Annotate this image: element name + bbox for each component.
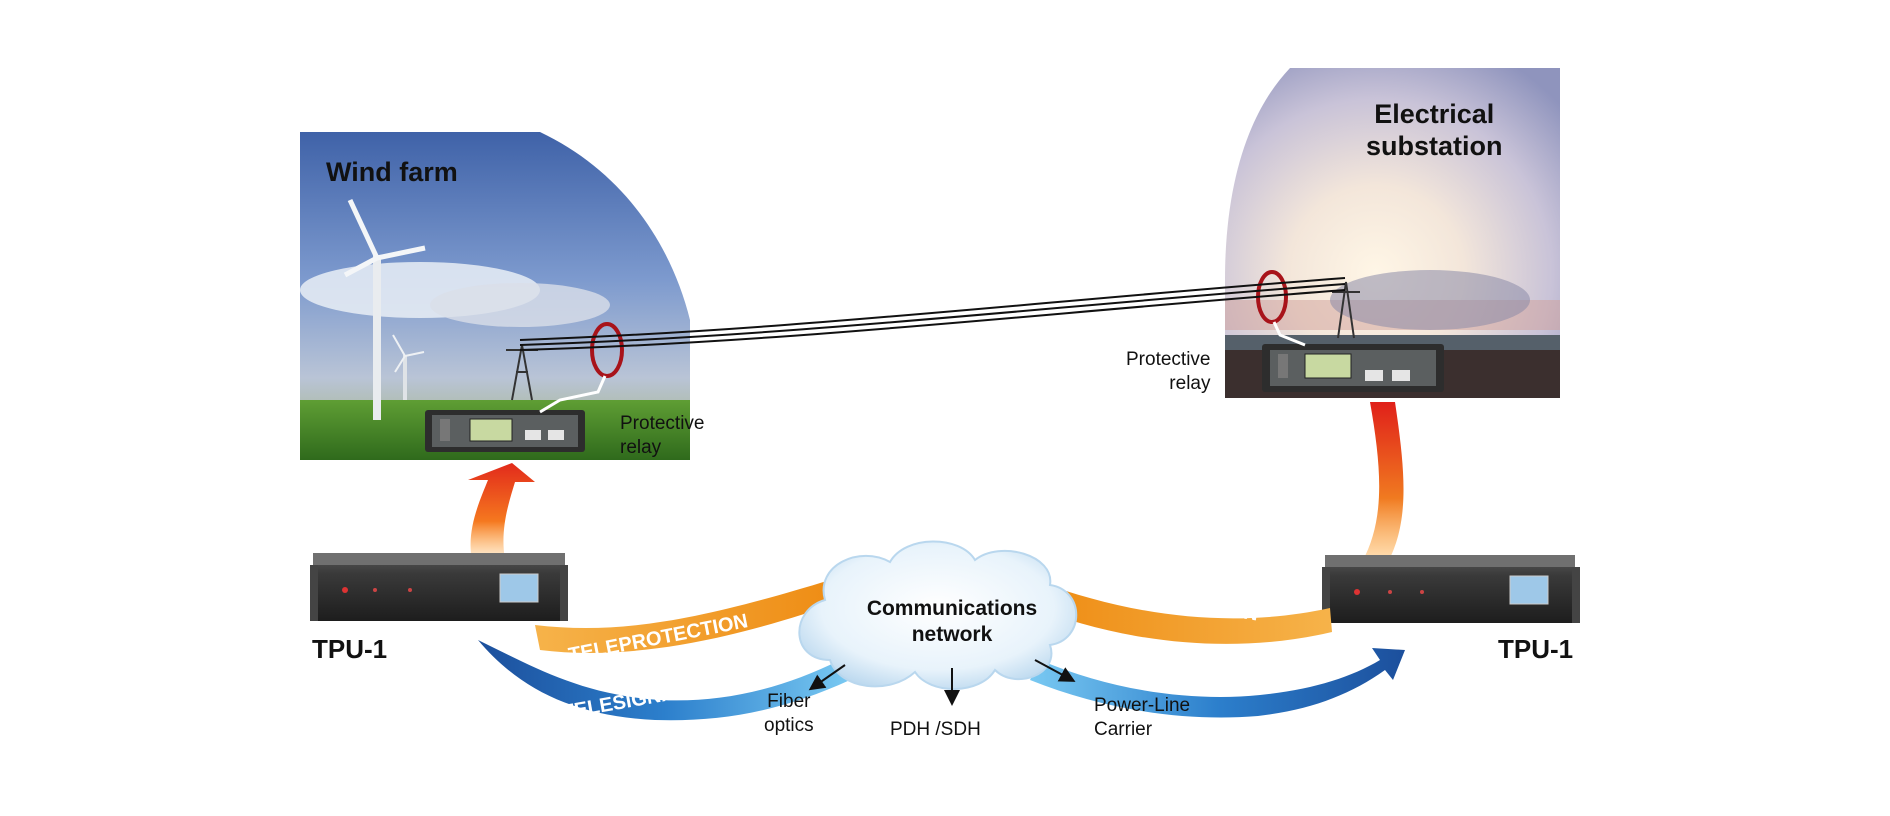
fiber-optics-line1: Fiber [767,691,811,712]
telesignaling-left-band [478,640,850,721]
relay-link-right-arrow [1362,402,1404,562]
fiber-optics-label: Fiber optics [764,690,814,738]
media-arrows [808,659,1076,706]
wind-turbine-icon [343,198,426,420]
wind-farm-title: Wind farm [326,157,458,187]
substation-relay-label: Protective relay [1126,348,1210,396]
substation-relay-label-line1: Protective [1126,349,1211,370]
telesignaling-right-band [1030,648,1405,718]
power-line-carrier-line1: Power-Line [1094,695,1191,716]
substation-relay-label-line2: relay [1169,373,1211,394]
substation-title-line1: Electrical [1374,99,1495,129]
protective-relay-icon [1262,344,1444,392]
power-line-carrier-line2: Carrier [1094,719,1153,740]
tpu-left-device [310,553,568,621]
tpu-right-device [1322,555,1580,623]
teleprotection-right-band [1030,582,1332,644]
substation-panel [1225,68,1560,398]
network-label-line1: Communications [866,597,1038,620]
relay-link-left-arrow [468,463,535,560]
communications-network-cloud [798,540,1078,690]
wind-farm-panel [300,132,690,460]
teleprotection-left-band [535,580,845,653]
substation-title-line2: substation [1366,131,1503,161]
wind-farm-relay-label-line1: Protective [620,413,705,434]
substation-title: Electrical substation [1366,98,1503,162]
wind-farm-relay-label-line2: relay [620,437,662,458]
tpu-left-label: TPU-1 [312,634,388,664]
power-line [519,277,1346,351]
telesignaling-right-label: TELESIGNALING [1102,644,1266,688]
fiber-optics-line2: optics [764,715,814,736]
wind-farm-relay-label: Protective relay [620,412,704,460]
network-label-line2: network [911,623,993,646]
tpu-right-label: TPU-1 [1498,634,1574,664]
pdh-sdh-label: PDH /SDH [890,719,981,740]
communications-network-label: Communications network [832,596,1072,648]
power-line-carrier-label: Power-Line Carrier [1094,694,1190,742]
protective-relay-icon [425,410,585,452]
current-transformer-icon [590,322,624,378]
pylon-icon [1332,281,1360,339]
